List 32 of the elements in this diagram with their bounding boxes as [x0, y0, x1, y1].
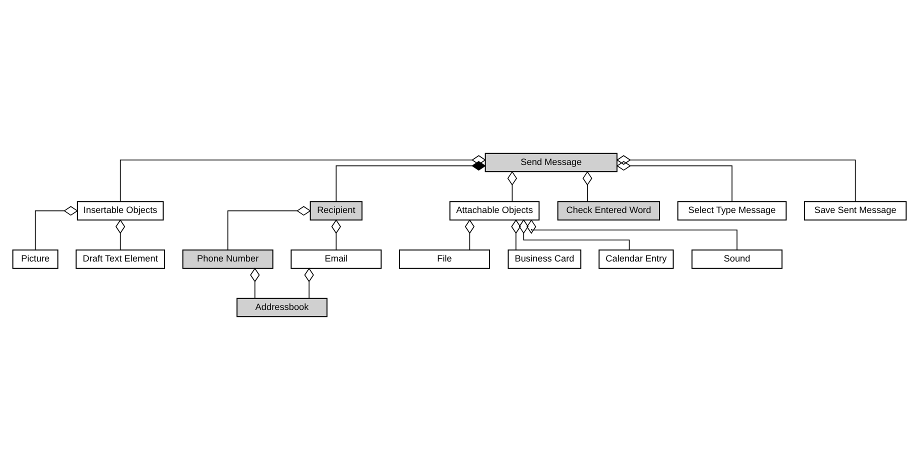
node-box: Check Entered Word [557, 200, 660, 220]
node-box: Addressbook [236, 297, 328, 317]
connector [331, 218, 341, 250]
connector [616, 154, 856, 202]
node-box: Recipient [310, 200, 362, 220]
connector [582, 170, 592, 202]
connector [616, 160, 732, 202]
node-box: Attachable Objects [449, 200, 540, 220]
connector [227, 206, 311, 250]
connector [511, 218, 521, 250]
node-box: Draft Text Element [76, 249, 165, 268]
connector [336, 160, 486, 202]
connector [526, 218, 738, 250]
node-box: Email [290, 249, 382, 268]
connector [464, 218, 475, 250]
node-box: Select Type Message [677, 200, 787, 220]
connector [507, 170, 518, 202]
node-box: Send Message [484, 152, 618, 172]
connector [304, 267, 314, 298]
node-box: Phone Number [182, 249, 274, 268]
connector [34, 206, 78, 250]
node-box: Sound [692, 249, 782, 268]
connector [116, 218, 126, 250]
connector [120, 154, 486, 202]
node-box: Picture [12, 249, 58, 268]
node-box: Insertable Objects [76, 200, 164, 220]
connector [518, 218, 630, 250]
node-box: Business Card [508, 249, 582, 268]
connector [250, 267, 260, 298]
node-box: Calendar Entry [598, 249, 674, 268]
node-box: File [399, 249, 490, 268]
node-box: Save Sent Message [804, 200, 907, 220]
